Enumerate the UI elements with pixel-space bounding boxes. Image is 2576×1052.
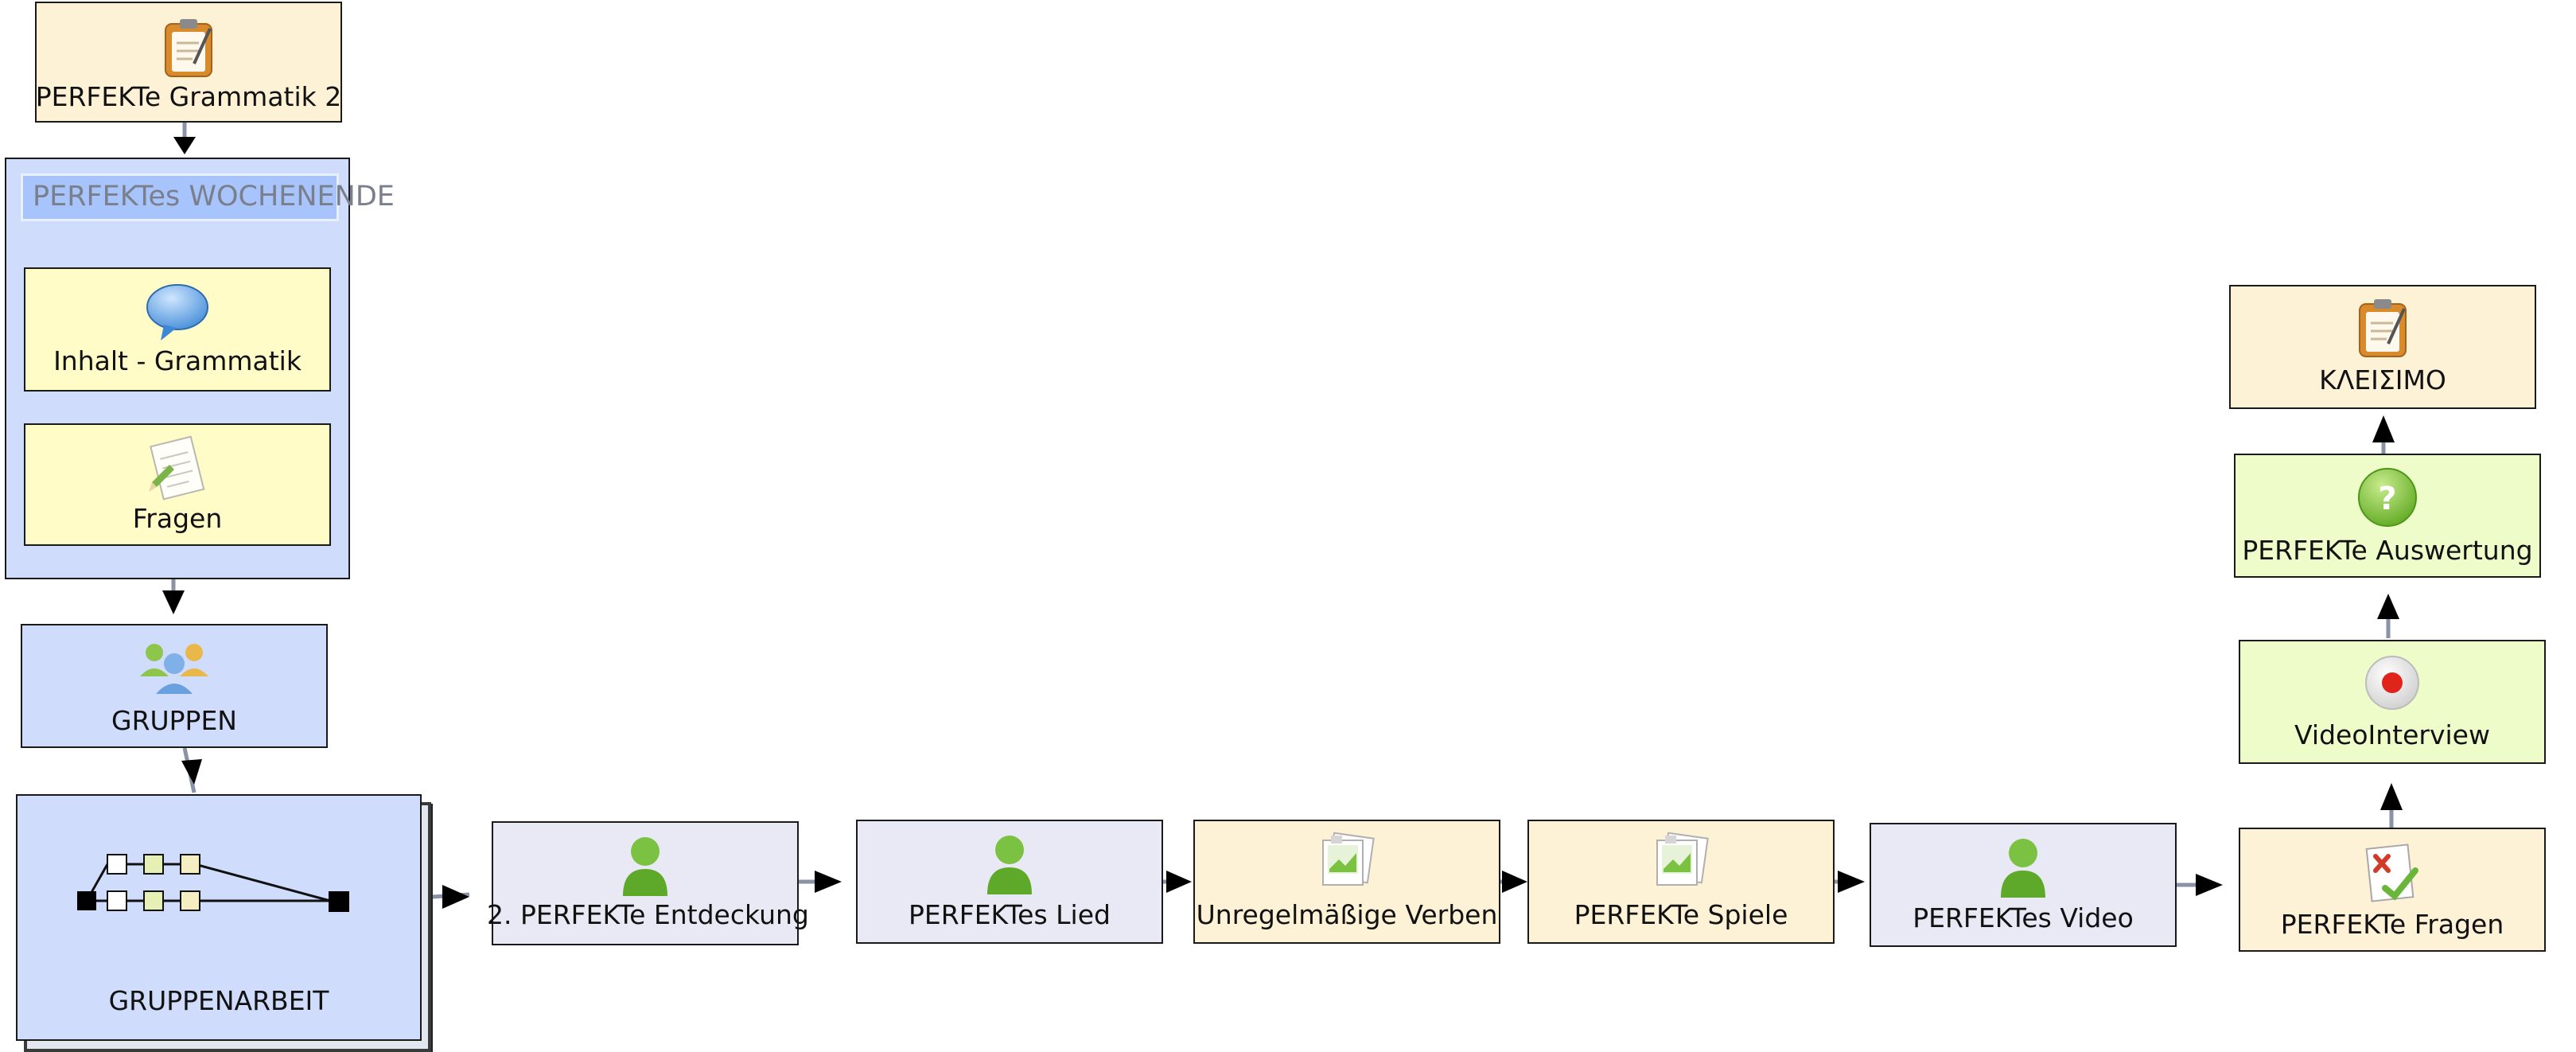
node-perfekte-entdeckung[interactable]: 2. PERFEKTe Entdeckung	[487, 821, 809, 945]
node-label: PERFEKTe Fragen	[2280, 909, 2504, 940]
user-icon	[1998, 836, 2049, 899]
arrowhead	[2377, 594, 2399, 619]
group-title-bar: PERFEKTes WOCHENENDE	[21, 173, 395, 221]
node-label: Fragen	[132, 503, 223, 534]
group-title: PERFEKTes WOCHENENDE	[33, 181, 395, 212]
node-label: PERFEKTe Grammatik 2	[35, 81, 342, 112]
arrowhead	[815, 871, 842, 893]
node-perfekte-spiele[interactable]: PERFEKTe Spiele	[1527, 820, 1835, 944]
node-gruppen[interactable]: GRUPPEN	[21, 624, 328, 748]
arrowhead	[1838, 871, 1865, 893]
arrowhead	[1502, 871, 1527, 893]
arrowhead	[173, 137, 196, 154]
node-label: 2. PERFEKTe Entdeckung	[487, 899, 809, 930]
user-icon	[984, 832, 1035, 896]
node-label: GRUPPEN	[111, 705, 237, 736]
arrowhead	[2196, 874, 2223, 896]
node-label: Inhalt - Grammatik	[53, 345, 302, 376]
node-perfektes-lied[interactable]: PERFEKTes Lied	[856, 820, 1163, 944]
arrowhead	[2372, 415, 2395, 442]
arrowhead	[442, 885, 469, 909]
node-inhalt-grammatik[interactable]: Inhalt - Grammatik	[24, 267, 331, 392]
node-label: GRUPPENARBEIT	[108, 985, 329, 1016]
node-gruppenarbeit[interactable]: GRUPPENARBEIT	[16, 794, 422, 1041]
clipboard-icon	[162, 18, 215, 78]
node-label: Unregelmäßige Verben	[1196, 899, 1498, 930]
question-icon: ?	[2356, 466, 2418, 528]
arrowhead	[1166, 871, 1192, 893]
node-label: ΚΛΕΙΣΙΜΟ	[2319, 364, 2446, 395]
node-unregelmaessige-verben[interactable]: Unregelmäßige Verben	[1193, 820, 1500, 944]
node-label: PERFEKTes Lied	[909, 899, 1111, 930]
node-label: PERFEKTe Spiele	[1574, 899, 1788, 930]
svg-text:?: ?	[2378, 481, 2396, 517]
notepad-icon	[146, 434, 209, 503]
group-perfektes-wochenende[interactable]: PERFEKTes WOCHENENDE Inhalt - Grammatik	[5, 158, 395, 579]
node-kleisimo[interactable]: ΚΛΕΙΣΙΜΟ	[2229, 285, 2536, 409]
node-label: PERFEKTe Auswertung	[2242, 535, 2533, 566]
node-perfekte-fragen[interactable]: PERFEKTe Fragen	[2239, 828, 2546, 952]
quiz-icon	[2361, 839, 2423, 906]
node-label: PERFEKTes Video	[1913, 902, 2134, 933]
branching-icon	[76, 848, 362, 920]
arrowhead	[181, 759, 202, 785]
speech-bubble-icon	[145, 282, 210, 342]
node-fragen[interactable]: Fragen	[24, 423, 331, 546]
clipboard-icon	[2356, 298, 2409, 358]
node-perfektes-video[interactable]: PERFEKTes Video	[1870, 823, 2177, 947]
node-perfekte-auswertung[interactable]: ? PERFEKTe Auswertung	[2234, 454, 2541, 578]
record-icon	[2364, 654, 2421, 711]
node-videointerview[interactable]: VideoInterview	[2239, 640, 2546, 764]
people-group-icon	[138, 637, 210, 700]
image-gallery-icon	[1317, 831, 1377, 894]
image-gallery-icon	[1651, 831, 1711, 894]
arrowhead	[162, 590, 185, 614]
node-label: VideoInterview	[2294, 719, 2490, 750]
user-icon	[620, 834, 671, 898]
node-perfekte-grammatik-2[interactable]: PERFEKTe Grammatik 2	[35, 2, 342, 123]
arrowhead	[2380, 783, 2403, 810]
